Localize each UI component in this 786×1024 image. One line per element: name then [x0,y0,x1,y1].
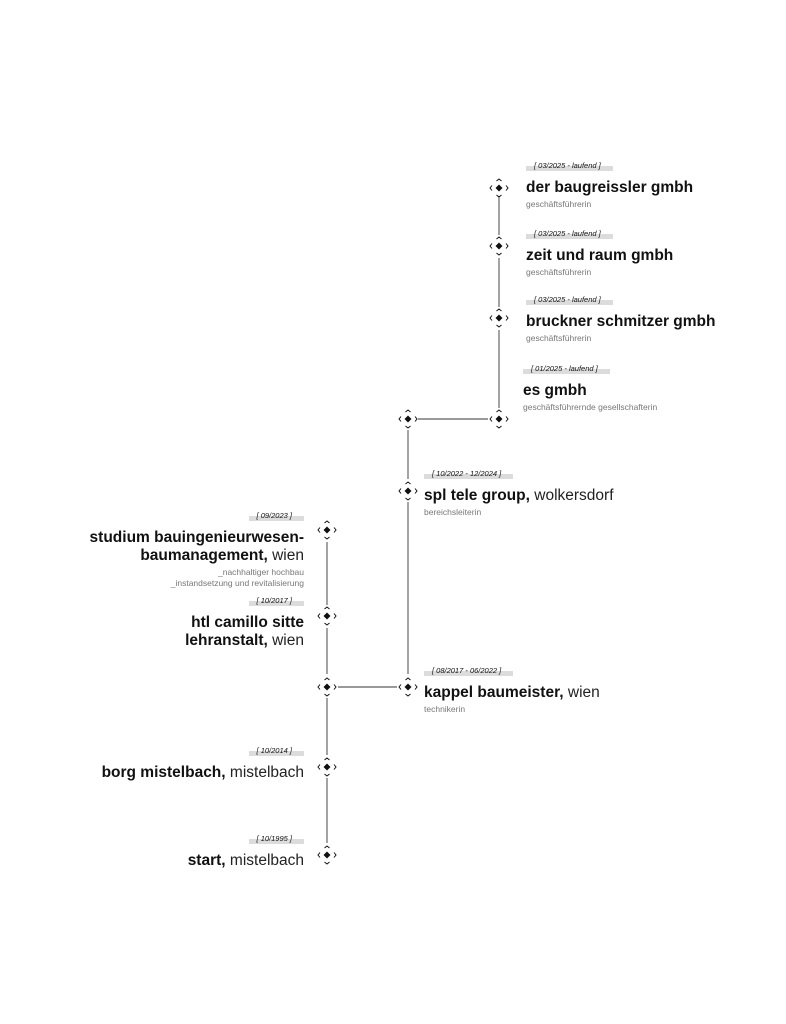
entry-start: [ 10/1995 ] start, mistelbach [4,828,304,870]
entry-org-line: htl camillo sitte [191,614,304,631]
entry-borg: [ 10/2014 ] borg mistelbach, mistelbach [4,740,304,782]
entry-role: geschäftsführerin [526,199,592,209]
entry-city: wolkersdorf [534,487,614,504]
entry-date: [ 03/2025 - laufend ] [526,294,613,305]
entry-title: start, mistelbach [4,852,304,870]
timeline-node-icon [489,409,509,429]
entry-date: [ 01/2025 - laufend ] [523,363,610,374]
timeline-node-icon [317,677,337,697]
timeline-node-icon [398,409,418,429]
entry-date: [ 10/2014 ] [248,745,304,756]
entry-title: bruckner schmitzer gmbh [526,313,716,331]
timeline-node-icon [317,606,337,626]
entry-note: _instandsetzung und revitalisierung [170,578,304,588]
timeline-node-icon [317,757,337,777]
entry-date: [ 10/2022 - 12/2024 ] [424,468,514,479]
timeline-node-icon [317,520,337,540]
entry-city: wien [567,684,600,701]
entry-org-line: lehranstalt, [185,632,268,649]
entry-org: kappel baumeister, [424,684,564,701]
entry-org: zeit und raum gmbh [526,247,674,264]
entry-city: wien [272,632,304,649]
timeline-node-icon [317,845,337,865]
entry-org: start, [187,852,226,869]
entry-org: es gmbh [523,382,587,399]
entry-org: bruckner schmitzer gmbh [526,313,716,330]
entry-title: borg mistelbach, mistelbach [4,764,304,782]
entry-city: mistelbach [229,852,304,869]
timeline-node-icon [489,236,509,256]
entry-date: [ 10/1995 ] [248,833,304,844]
entry-spl-tele-group: [ 10/2022 - 12/2024 ] spl tele group, wo… [424,463,614,518]
entry-title: studium bauingenieurwesen- baumanagement… [4,529,304,565]
entry-org: der baugreissler gmbh [526,179,694,196]
entry-date: [ 03/2025 - laufend ] [526,228,613,239]
entry-role: geschäftsführerin [526,267,592,277]
entry-bruckner-schmitzer: [ 03/2025 - laufend ] bruckner schmitzer… [526,289,716,344]
timeline-node-icon [489,308,509,328]
entry-date: [ 09/2023 ] [248,510,304,521]
entry-date: [ 03/2025 - laufend ] [526,160,613,171]
entry-htl: [ 10/2017 ] htl camillo sitte lehranstal… [4,590,304,650]
entry-role: geschäftsführerin [526,333,592,343]
timeline-node-icon [489,178,509,198]
entry-der-baugreissler: [ 03/2025 - laufend ] der baugreissler g… [526,155,693,210]
entry-title: kappel baumeister, wien [424,684,600,702]
entry-title: spl tele group, wolkersdorf [424,487,614,505]
entry-date: [ 08/2017 - 06/2022 ] [424,665,514,676]
entry-title: htl camillo sitte lehranstalt, wien [4,614,304,650]
entry-org: spl tele group, [424,487,530,504]
entry-org-line: baumanagement, [140,547,268,564]
entry-org: borg mistelbach, [101,764,226,781]
entry-role: technikerin [424,704,466,714]
entry-title: zeit und raum gmbh [526,247,673,265]
entry-zeit-und-raum: [ 03/2025 - laufend ] zeit und raum gmbh… [526,223,673,278]
entry-title: der baugreissler gmbh [526,179,693,197]
entry-city: wien [272,547,304,564]
entry-studium: [ 09/2023 ] studium bauingenieurwesen- b… [4,505,304,589]
entry-es-gmbh: [ 01/2025 - laufend ] es gmbh geschäftsf… [523,358,657,413]
timeline-node-icon [398,677,418,697]
entry-note: _nachhaltiger hochbau [217,567,304,577]
entry-role: bereichsleiterin [424,507,482,517]
entry-date: [ 10/2017 ] [248,595,304,606]
entry-role: geschäftsführernde gesellschafterin [523,402,658,412]
entry-city: mistelbach [229,764,304,781]
entry-org-line: studium bauingenieurwesen- [89,529,304,546]
entry-title: es gmbh [523,382,657,400]
entry-kappel-baumeister: [ 08/2017 - 06/2022 ] kappel baumeister,… [424,660,600,715]
timeline-node-icon [398,481,418,501]
